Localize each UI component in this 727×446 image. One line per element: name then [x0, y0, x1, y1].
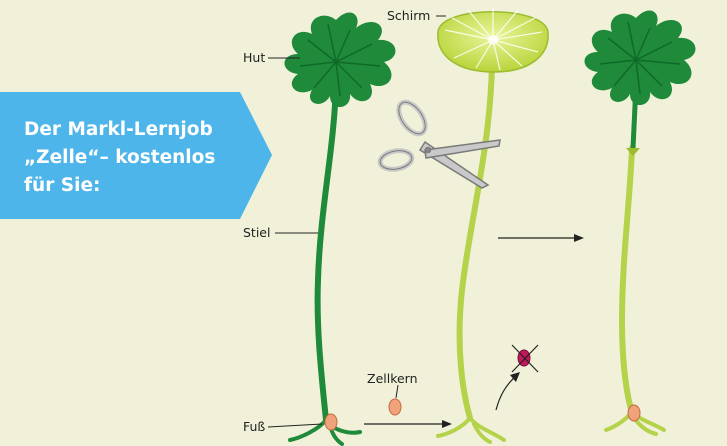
arrows [364, 234, 584, 428]
label-stiel: Stiel [243, 225, 271, 240]
banner-line-3: für Sie: [24, 175, 101, 196]
alga-left [284, 12, 396, 446]
scissors-icon [377, 99, 501, 189]
leader-lines [267, 15, 446, 428]
label-fuss: Fuß [243, 419, 266, 434]
schirm-cap [437, 8, 549, 73]
nucleus-left [324, 413, 338, 431]
banner-shape [0, 92, 272, 219]
cross-icon [511, 344, 539, 373]
label-schirm: Schirm [387, 8, 431, 23]
nucleus-right [627, 404, 641, 422]
alga-middle [436, 8, 549, 444]
banner-text[interactable]: Der Markl-Lernjob „Zelle“– kostenlos für… [24, 116, 264, 200]
zellkern-nucleus [388, 398, 402, 416]
label-zellkern: Zellkern [367, 371, 418, 386]
label-hut: Hut [243, 50, 266, 65]
banner-line-1: Der Markl-Lernjob [24, 119, 213, 140]
banner-line-2: „Zelle“– kostenlos [24, 147, 216, 168]
alga-right [584, 10, 696, 436]
